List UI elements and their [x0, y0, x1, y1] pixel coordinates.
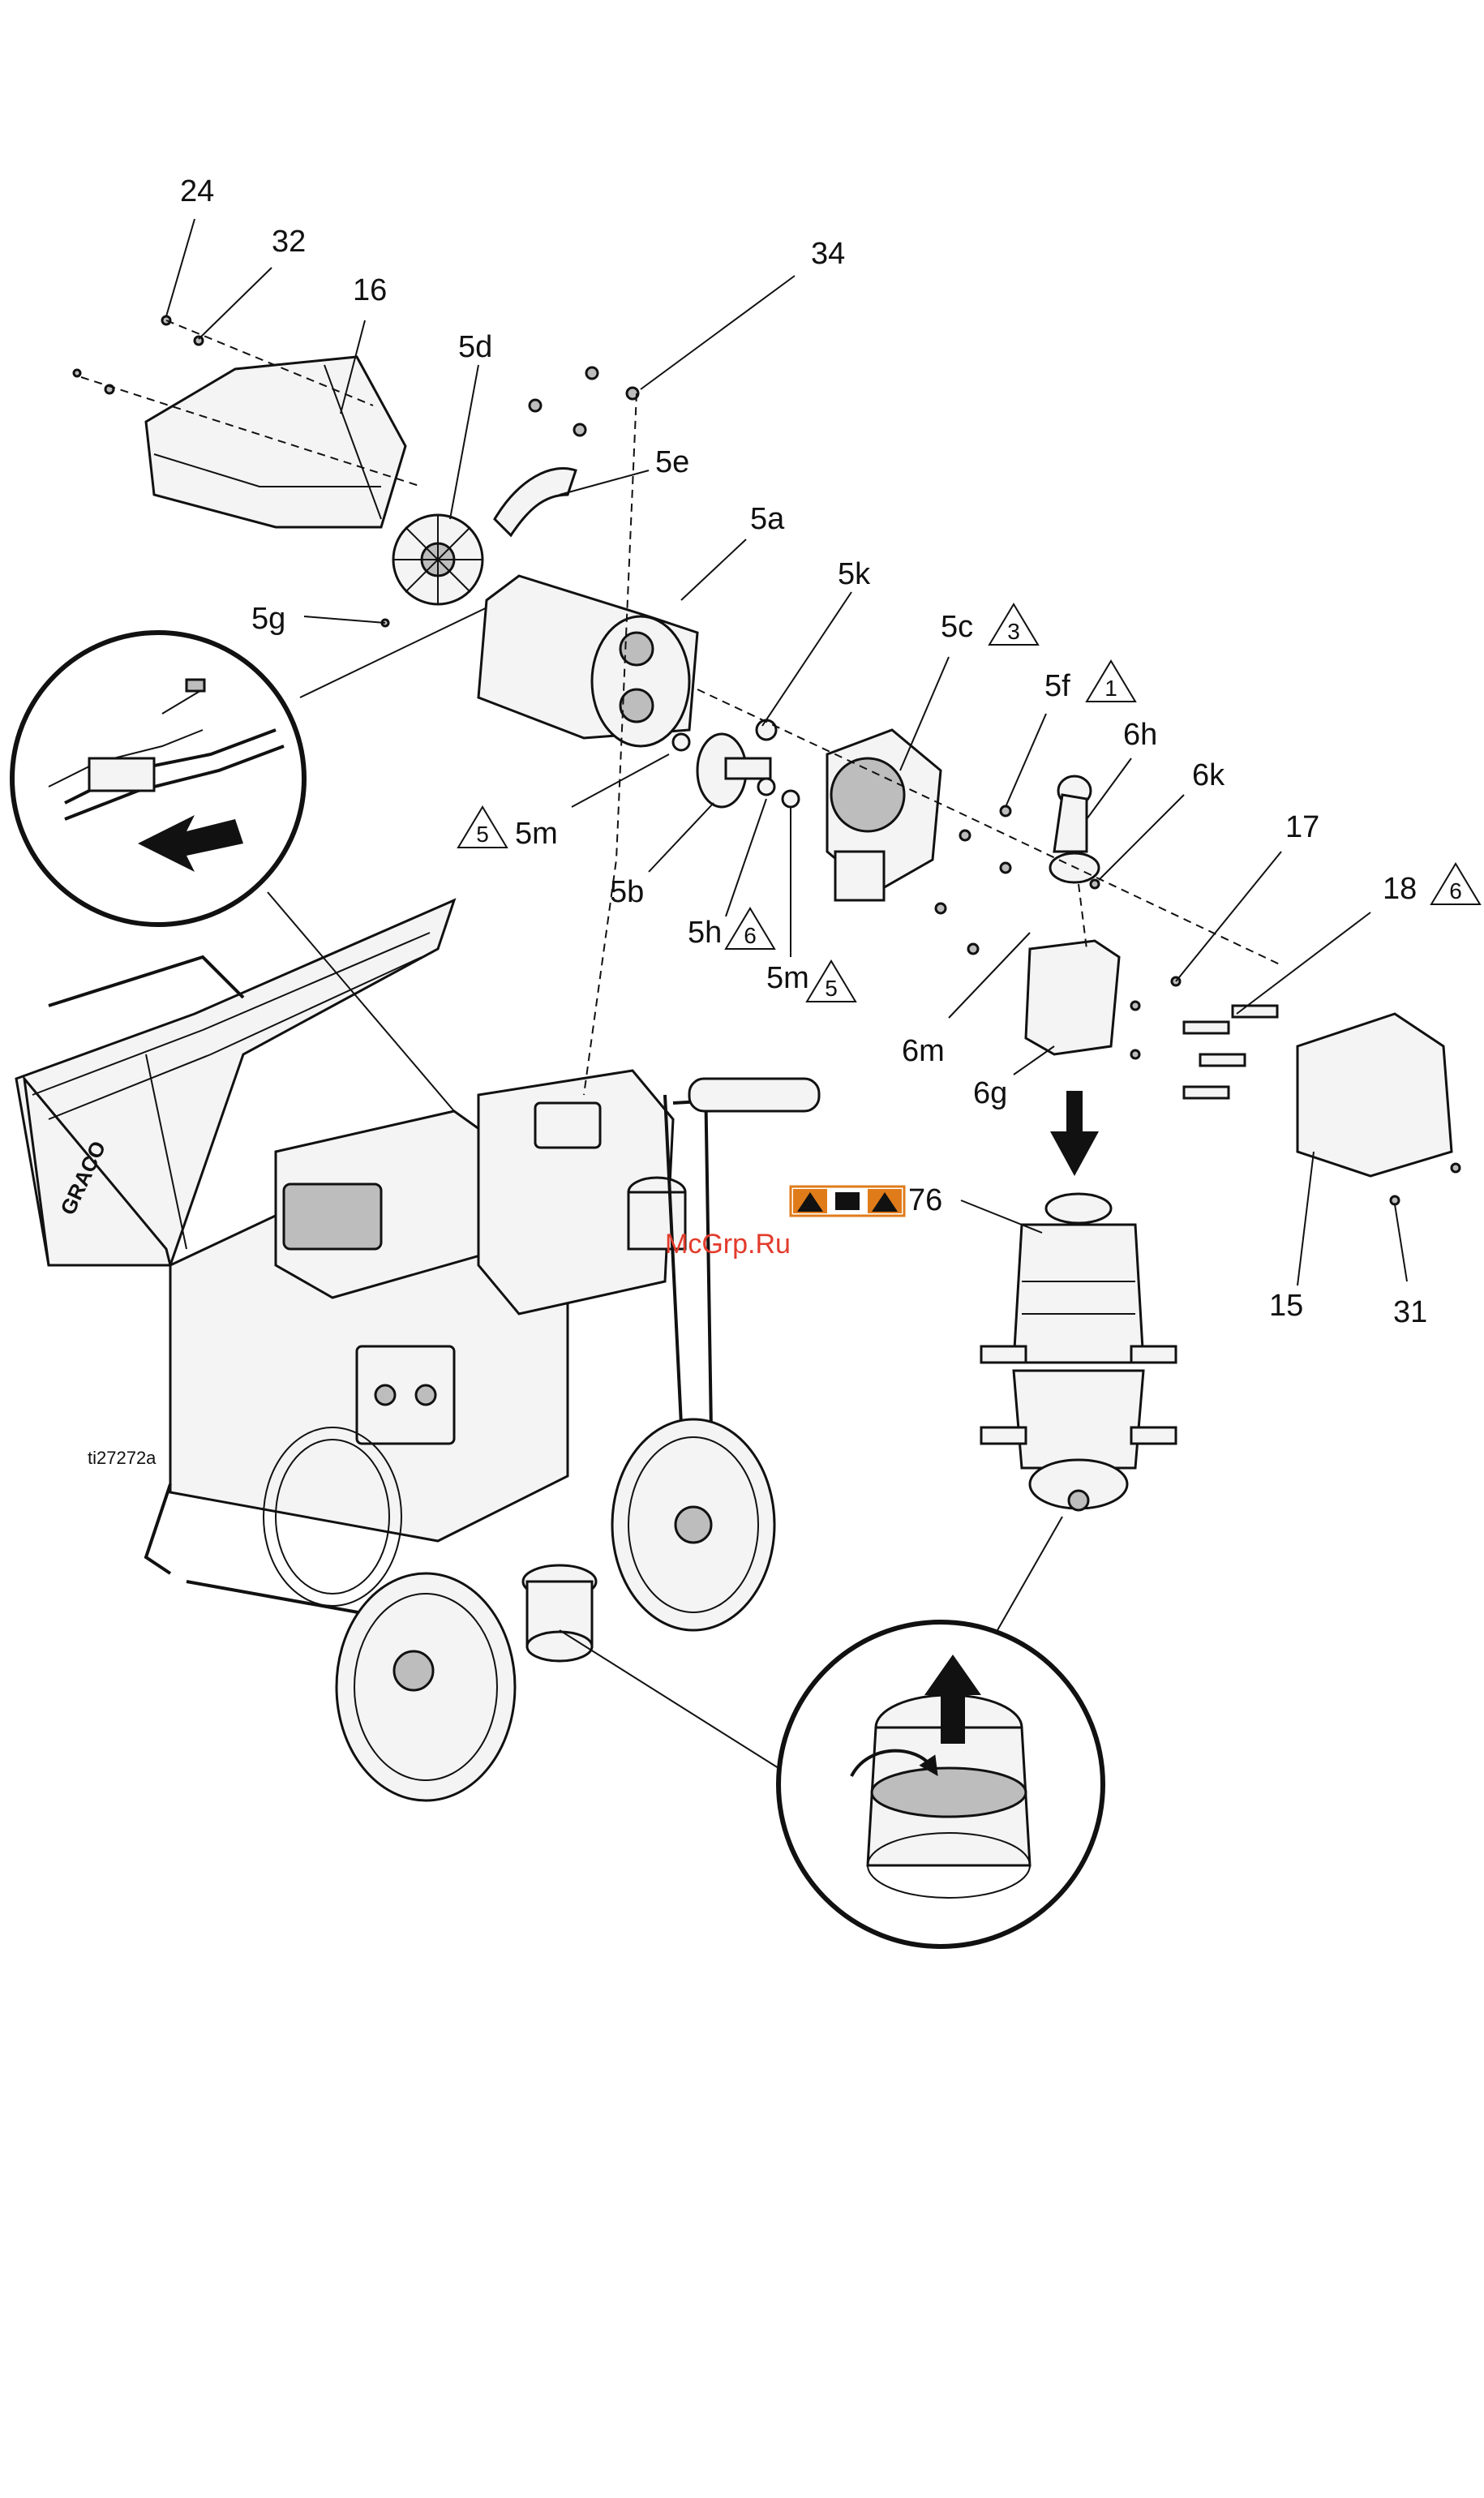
callout-5m-a: 5m — [515, 817, 558, 851]
watermark: McGrp.Ru — [665, 1229, 791, 1260]
callout-5g: 5g — [251, 602, 285, 636]
warning-labels-76 — [791, 1187, 904, 1216]
callout-17: 17 — [1285, 810, 1319, 844]
callout-5e: 5e — [655, 445, 689, 479]
note-flag-3: 3 — [1007, 619, 1020, 644]
callout-18: 18 — [1383, 872, 1417, 906]
callout-5k: 5k — [838, 557, 871, 591]
callout-6h: 6h — [1123, 718, 1157, 752]
note-flag-6-a: 6 — [1449, 878, 1462, 903]
note-flag-6-b: 6 — [744, 923, 757, 948]
callout-5m-b: 5m — [766, 961, 809, 995]
callout-5d: 5d — [458, 330, 492, 364]
sprayer-cart: GRACO — [16, 900, 819, 1801]
callout-5a: 5a — [750, 502, 785, 536]
note-flag-5-b: 5 — [825, 976, 838, 1001]
callout-5f: 5f — [1044, 669, 1070, 703]
callout-5c: 5c — [941, 610, 973, 644]
callout-6k: 6k — [1192, 758, 1225, 792]
callout-34: 34 — [811, 237, 845, 271]
callout-15: 15 — [1269, 1289, 1303, 1323]
callout-5b: 5b — [610, 875, 644, 909]
note-flag-1: 1 — [1104, 676, 1117, 701]
pump-lower-76 — [981, 1091, 1176, 1510]
callout-24: 24 — [180, 174, 214, 208]
callout-6g: 6g — [973, 1076, 1007, 1110]
callout-16: 16 — [353, 273, 387, 307]
callout-31: 31 — [1393, 1295, 1427, 1329]
callout-6m: 6m — [902, 1034, 945, 1068]
callout-5h: 5h — [688, 916, 722, 950]
note-flag-5-a: 5 — [476, 822, 489, 847]
figure-id: ti27272a — [88, 1448, 157, 1468]
callout-32: 32 — [272, 225, 306, 259]
callout-76: 76 — [908, 1183, 942, 1217]
